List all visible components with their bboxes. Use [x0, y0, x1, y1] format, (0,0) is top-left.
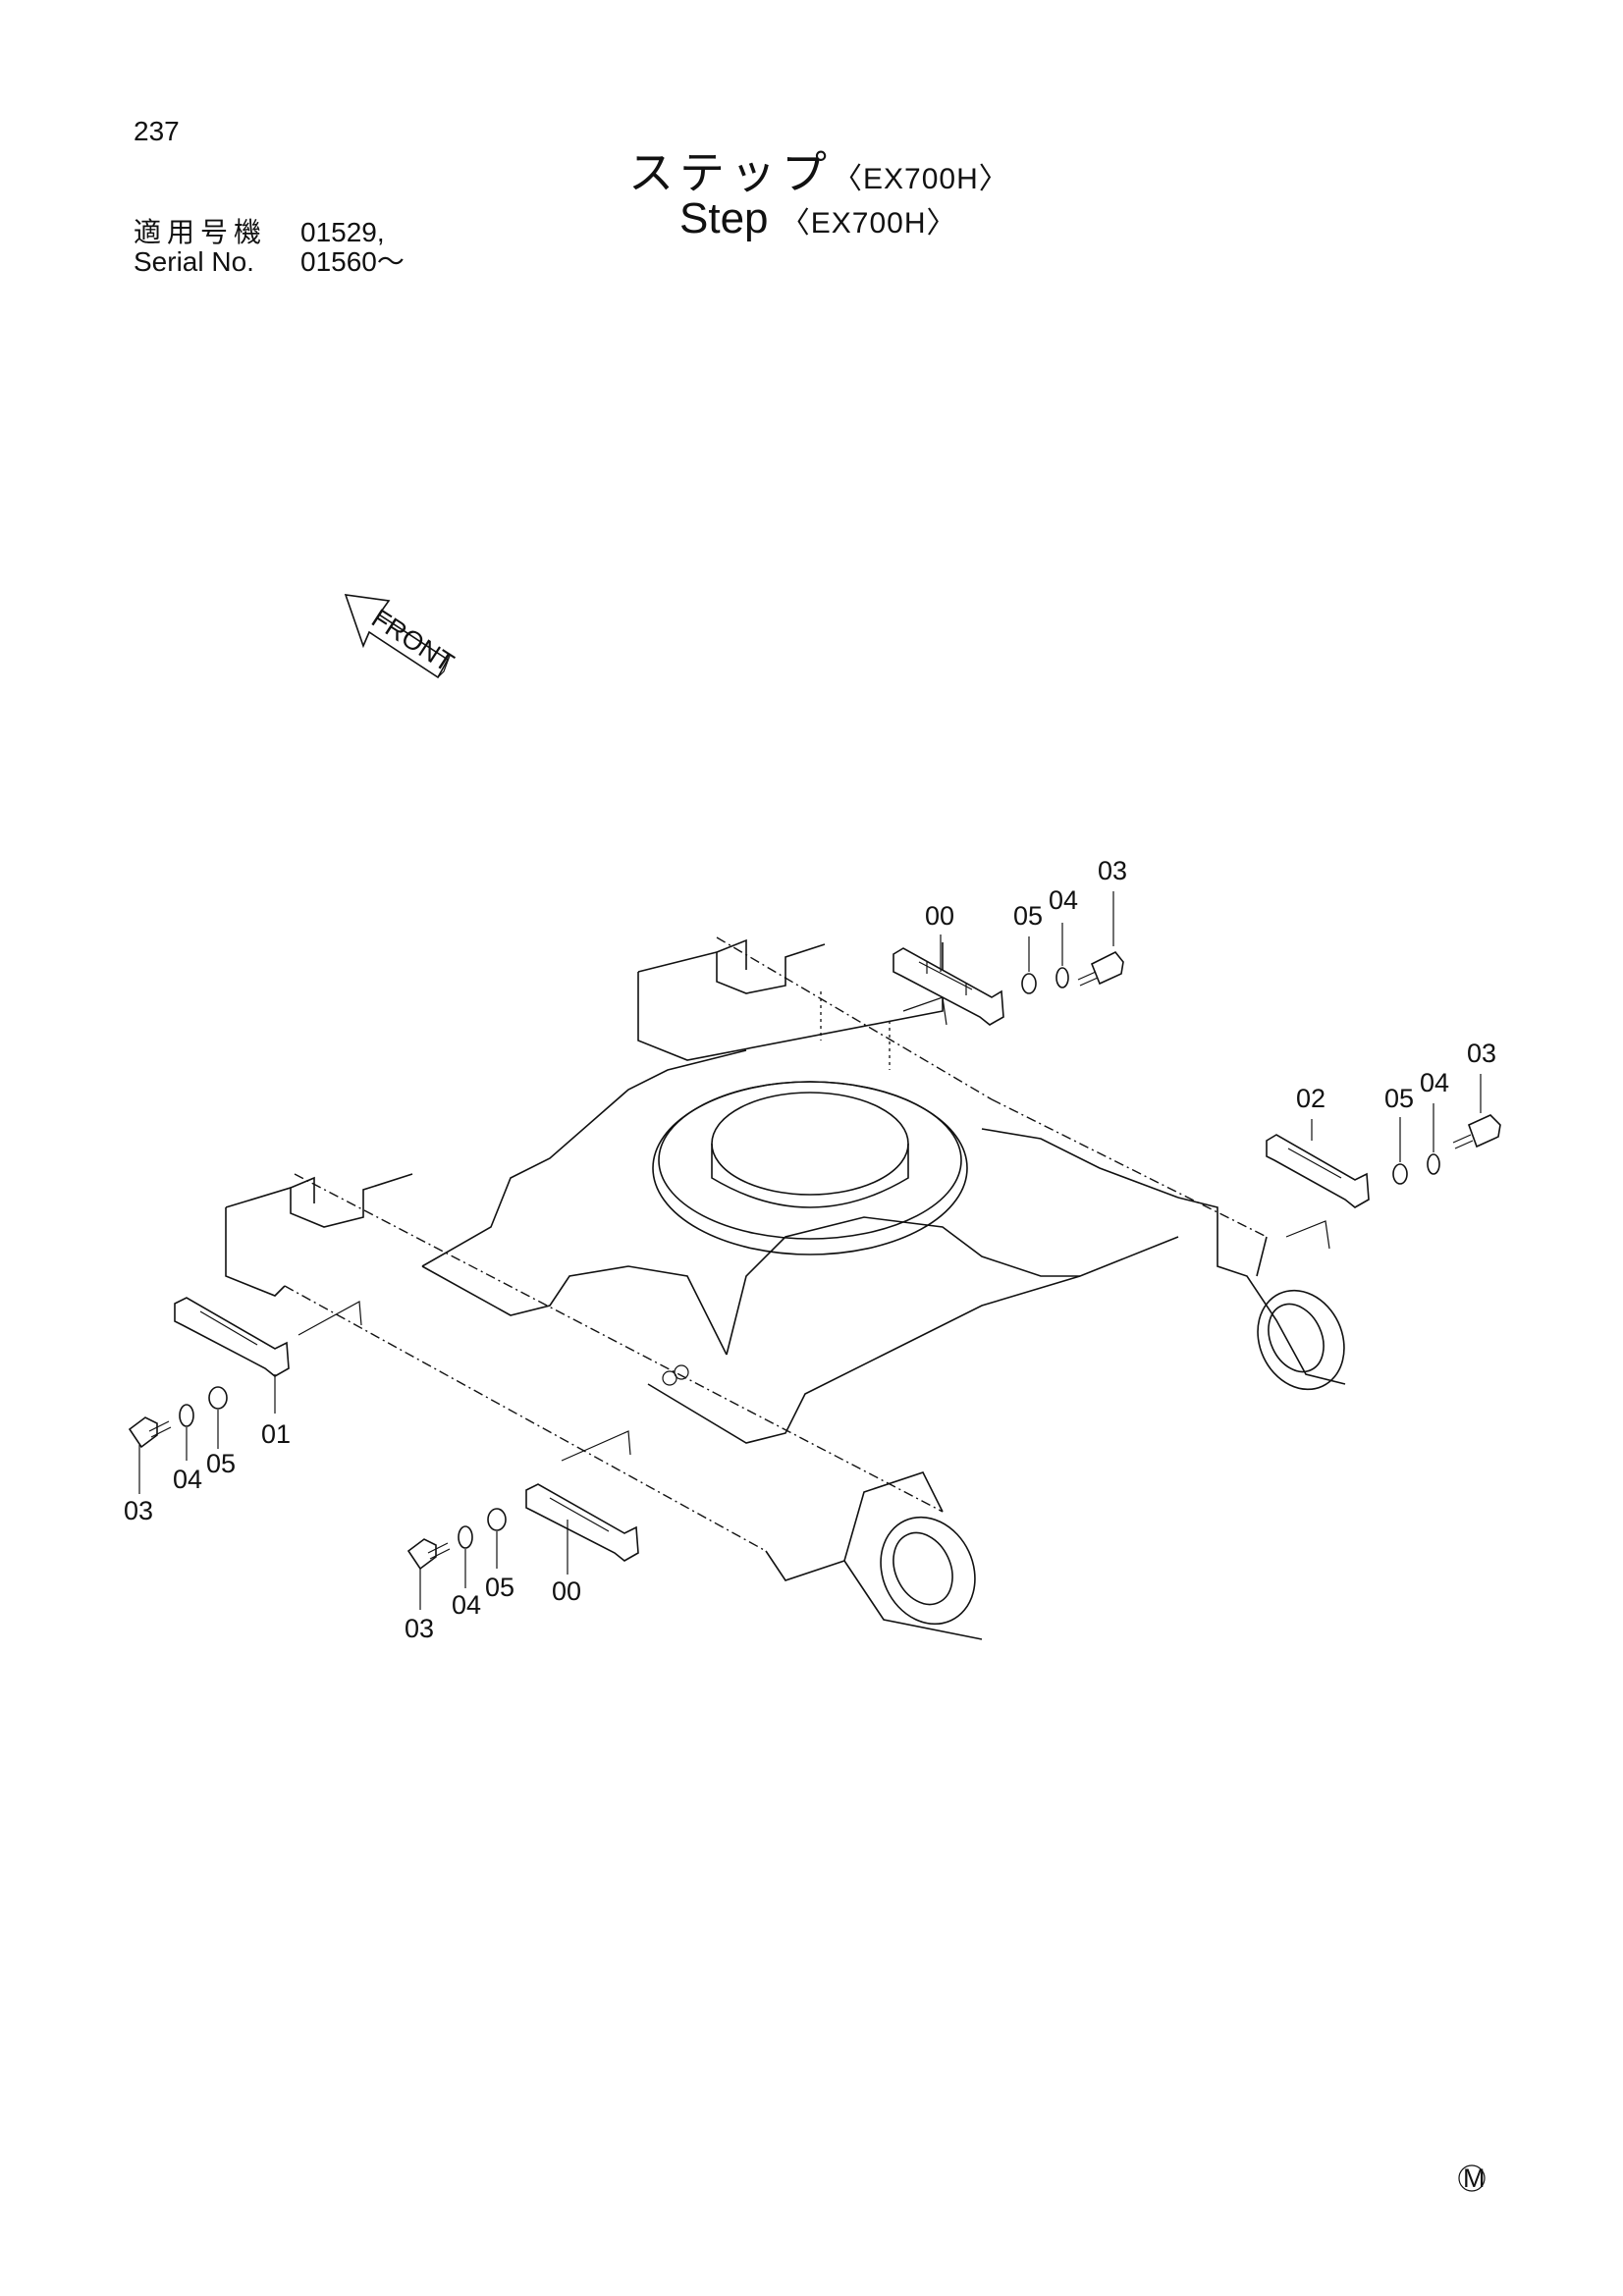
title-en-text: Step [679, 194, 769, 242]
callout-lockwasher-04-top: 04 [1049, 885, 1078, 915]
callouts-bottom: 00 05 04 03 [405, 1573, 581, 1643]
circled-m-mark: M [1458, 2163, 1486, 2193]
step-bracket-right [1266, 1134, 1370, 1250]
callout-lockwasher-04-bottom: 04 [452, 1590, 481, 1620]
step-bracket-left [174, 1297, 362, 1377]
callout-lockwasher-04-right: 04 [1420, 1068, 1449, 1097]
page-number: 237 [134, 116, 180, 146]
callout-step-00-top: 00 [925, 901, 954, 931]
hardware-right [1392, 1114, 1501, 1185]
callouts-top-right: 00 05 04 03 [925, 856, 1127, 931]
hardware-bottom [406, 1508, 507, 1571]
serial-value-2: 01560～ [300, 246, 405, 277]
front-arrow-icon: FRONT [344, 594, 460, 679]
model-suffix-en: 〈EX700H〉 [780, 207, 957, 240]
undercarriage-frame [225, 936, 1346, 1640]
serial-label-en: Serial No. [134, 246, 254, 277]
callout-washer-05-bottom: 05 [485, 1573, 514, 1602]
callout-bolt-03-right: 03 [1467, 1039, 1496, 1068]
callout-step-02: 02 [1296, 1084, 1325, 1113]
step-bracket-bottom [525, 1430, 639, 1562]
page-title-ja: ステップ〈EX700H〉 [628, 137, 1009, 202]
front-label: FRONT [366, 604, 459, 678]
serial-row-1: 適用号機 01529, [134, 218, 405, 247]
callout-bolt-03-bottom: 03 [405, 1614, 434, 1643]
callout-washer-05-left: 05 [206, 1449, 236, 1478]
callout-step-00-bottom: 00 [552, 1576, 581, 1606]
hardware-top-right [1021, 950, 1124, 994]
callout-bolt-03-left: 03 [124, 1496, 153, 1525]
serial-value-1: 01529, [300, 217, 385, 247]
title-ja-text: ステップ [628, 147, 833, 198]
serial-block: 適用号機 01529, Serial No. 01560～ [134, 218, 405, 277]
mark-letter: M [1463, 2163, 1486, 2193]
callout-lockwasher-04-left: 04 [173, 1465, 202, 1494]
callout-step-01: 01 [261, 1419, 291, 1449]
callout-washer-05-top: 05 [1013, 901, 1043, 931]
serial-row-2: Serial No. 01560～ [134, 247, 405, 277]
callouts-right: 02 05 04 03 [1296, 1039, 1496, 1113]
page-title-en: Step 〈EX700H〉 [679, 194, 957, 243]
serial-label-ja: 適用号機 [134, 217, 268, 247]
model-suffix-ja: 〈EX700H〉 [833, 163, 1009, 195]
step-bracket-top-right [893, 947, 1004, 1026]
callouts-left: 01 05 04 03 [124, 1419, 291, 1525]
callout-washer-05-right: 05 [1384, 1084, 1414, 1113]
hardware-left [128, 1386, 228, 1449]
leader-lines [138, 891, 1482, 1610]
callout-bolt-03-top: 03 [1098, 856, 1127, 885]
